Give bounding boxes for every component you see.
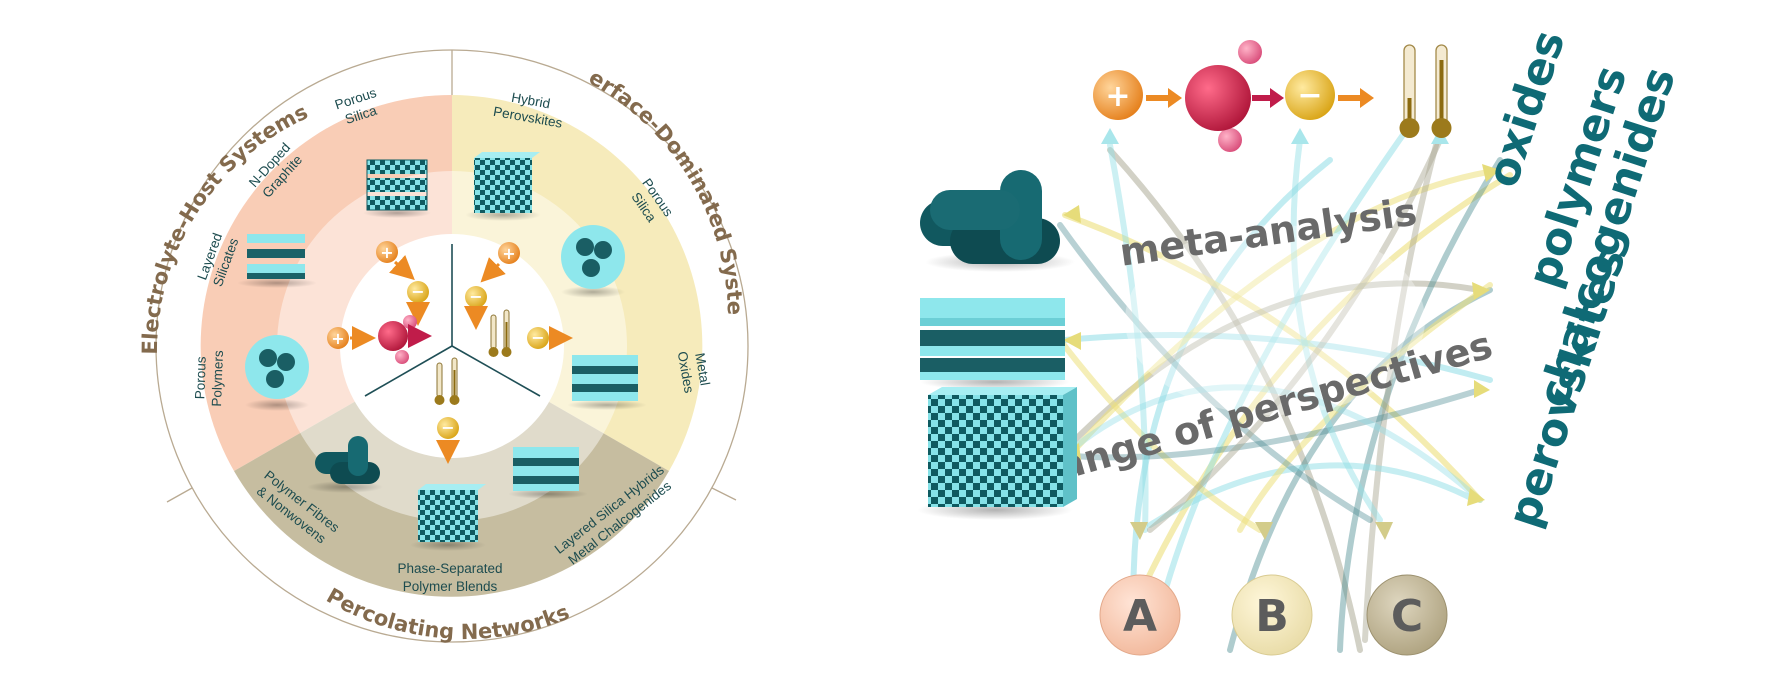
svg-text:+: + [331, 329, 344, 348]
label-line: Metal [692, 352, 713, 387]
svg-text:+: + [380, 243, 393, 262]
svg-text:−: − [441, 418, 454, 437]
label-line: Hybrid [510, 90, 551, 112]
layered-plates-icon [237, 234, 317, 288]
label-line: Oxides [675, 350, 697, 394]
label-line: Phase-Separated [397, 561, 502, 576]
svg-text:−: − [469, 287, 482, 306]
svg-text:A: A [1123, 591, 1157, 642]
checker-stack-icon [363, 159, 431, 218]
svg-text:MetalOxides: MetalOxides [675, 347, 714, 394]
connection-arrows [1057, 122, 1513, 653]
label-line: Porous [192, 356, 208, 400]
label-line: Polymers [209, 350, 226, 407]
checker-cube-icon [465, 152, 541, 221]
label-line: Polymer Blends [403, 579, 498, 594]
checker-cube-icon [917, 387, 1077, 520]
molecule-icon [1185, 40, 1284, 152]
thermometer-icon [1399, 44, 1452, 138]
fibre-tubes-icon [307, 436, 383, 493]
molecule-icon [378, 315, 432, 364]
cation-icon: + [498, 242, 520, 264]
cation-icon: + [327, 327, 349, 349]
svg-text:+: + [502, 244, 515, 263]
layered-block-icon [567, 355, 647, 410]
classification-wheel: Electrolyte-Host Systems Interface-Domin… [0, 0, 749, 644]
sector-percolating-networks [234, 346, 669, 597]
svg-text:C: C [1391, 591, 1423, 642]
svg-text:B: B [1255, 591, 1289, 642]
label-porous-polymers: PorousPolymers [192, 349, 226, 407]
checker-cube-icon [410, 484, 486, 551]
porous-cylinder-icon [245, 335, 309, 411]
material-labels: oxides polymers chalcogenides perovskite… [1477, 24, 1686, 533]
thermometer-icon [434, 357, 460, 405]
anion-icon: − [407, 281, 429, 303]
anion-icon: − [465, 286, 487, 308]
circle-a: A [1099, 574, 1181, 656]
porous-cylinder-icon [561, 225, 625, 298]
label-metal-oxides: MetalOxides [675, 347, 714, 394]
circle-c: C [1366, 574, 1448, 656]
anion-icon: − [437, 417, 459, 439]
circle-b: B [1231, 574, 1313, 656]
anion-icon: − [1285, 70, 1335, 120]
arrow-icon [1146, 88, 1182, 108]
arrow-icon [1338, 88, 1374, 108]
svg-text:−: − [531, 328, 544, 347]
svg-text:−: − [1297, 78, 1322, 113]
layered-block-icon [508, 447, 588, 499]
cation-icon: + [1093, 70, 1143, 120]
thermometer-icon [488, 309, 512, 357]
anion-icon: − [527, 327, 549, 349]
fibre-tubes-icon [920, 170, 1075, 272]
layered-plates-icon [920, 298, 1070, 390]
svg-text:−: − [411, 282, 424, 301]
meta-analysis-network: meta-analysis change of perspectives + − [917, 24, 1686, 656]
svg-text:PorousPolymers: PorousPolymers [192, 349, 226, 407]
svg-text:+: + [1105, 79, 1130, 114]
cation-icon: + [376, 241, 398, 263]
